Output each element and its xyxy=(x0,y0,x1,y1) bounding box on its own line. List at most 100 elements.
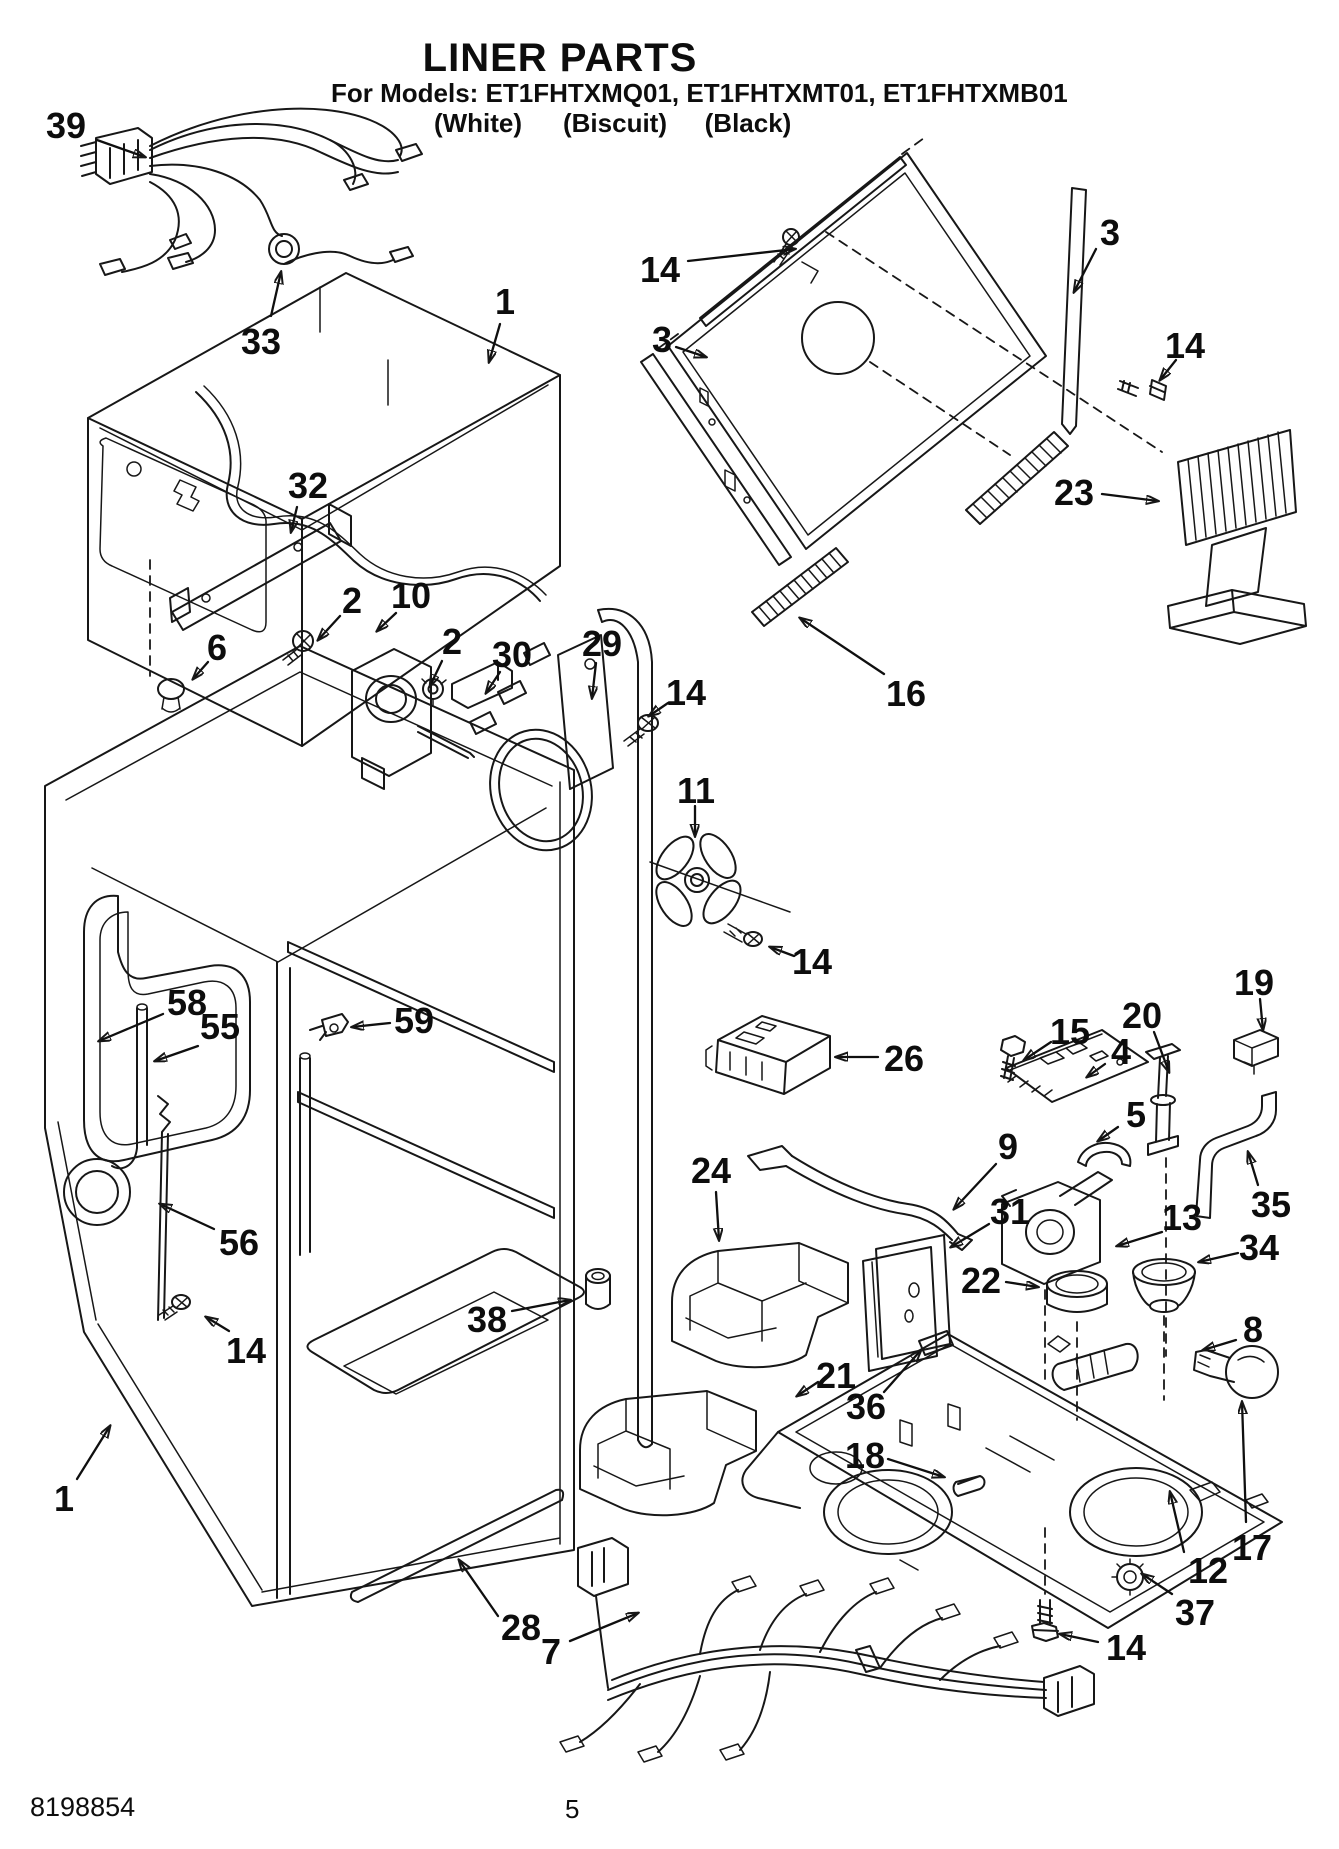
control-parts-drawing xyxy=(705,1015,1279,1595)
callout-arrow xyxy=(489,322,502,362)
callout-number: 26 xyxy=(884,1038,924,1079)
callout-arrow xyxy=(1100,492,1158,501)
callout-number: 39 xyxy=(46,105,86,146)
partition-panel-drawing xyxy=(640,137,1307,645)
callout-number: 12 xyxy=(1188,1550,1228,1591)
callout-arrow xyxy=(649,701,670,716)
callout-number: 56 xyxy=(219,1222,259,1263)
finish-white: (White) xyxy=(433,108,523,138)
lamp-housing-drawing xyxy=(741,1333,1283,1629)
callout-arrow xyxy=(75,1426,110,1481)
callout-arrow xyxy=(160,1204,216,1231)
wire-harness-7-drawing xyxy=(559,1537,1095,1763)
callout-arrow xyxy=(206,1317,231,1333)
callout-arrow xyxy=(95,138,145,157)
wire-harness-39-drawing xyxy=(80,107,423,276)
callout-arrow xyxy=(1142,1574,1174,1596)
callout-arrow xyxy=(99,1012,165,1041)
callout-arrow xyxy=(800,618,886,676)
callout-number: 8 xyxy=(1243,1309,1263,1350)
callout-number: 59 xyxy=(394,1000,434,1041)
callout-arrow xyxy=(269,272,281,318)
callout-arrow xyxy=(193,660,210,679)
callout-arrow xyxy=(770,947,796,958)
callout-number: 24 xyxy=(691,1150,731,1191)
models-line: For Models: ET1FHTXMQ01, ET1FHTXMT01, ET… xyxy=(331,78,1068,108)
callout-arrow xyxy=(352,1023,392,1027)
damper-control-drawing xyxy=(1167,429,1307,645)
callout-arrow xyxy=(486,670,502,693)
callout-number: 1 xyxy=(54,1478,74,1519)
callout-arrow xyxy=(1060,1634,1100,1644)
callout-number: 30 xyxy=(492,634,532,675)
callout-number: 20 xyxy=(1122,995,1162,1036)
callout-arrow xyxy=(430,659,444,686)
callout-number: 14 xyxy=(640,249,680,290)
callout-number: 36 xyxy=(846,1386,886,1427)
callout-arrow xyxy=(1242,1402,1246,1524)
callout-arrow xyxy=(1152,1030,1169,1072)
callout-number: 18 xyxy=(845,1435,885,1476)
callout-arrow xyxy=(1117,1230,1164,1246)
callout-arrow xyxy=(1199,1251,1240,1262)
callout-arrow xyxy=(568,1613,638,1643)
callout-number: 35 xyxy=(1251,1184,1291,1225)
callout-number: 10 xyxy=(391,575,431,616)
callout-number: 29 xyxy=(582,623,622,664)
callout-number: 2 xyxy=(442,621,462,662)
callout-arrow xyxy=(886,1457,944,1477)
callout-number: 7 xyxy=(541,1631,561,1672)
page-title: LINER PARTS xyxy=(422,36,698,80)
callout-number: 15 xyxy=(1050,1011,1090,1052)
callout-number: 14 xyxy=(1106,1627,1146,1668)
callout-number: 3 xyxy=(1100,212,1120,253)
callout-arrow xyxy=(1203,1338,1238,1350)
callout-number: 14 xyxy=(666,672,706,713)
callout-number: 14 xyxy=(1165,325,1205,366)
callout-number: 38 xyxy=(467,1299,507,1340)
drain-tube-drawing xyxy=(597,607,653,1449)
callout-arrow xyxy=(155,1044,200,1061)
callout-arrow xyxy=(1160,358,1178,380)
callout-arrow xyxy=(1074,247,1098,292)
callout-arrow xyxy=(716,1190,719,1240)
callout-number: 33 xyxy=(241,321,281,362)
callout-number: 34 xyxy=(1239,1227,1279,1268)
callout-number: 28 xyxy=(501,1607,541,1648)
callout-arrow xyxy=(686,249,795,263)
callout-number: 22 xyxy=(961,1260,1001,1301)
callout-arrow xyxy=(954,1162,998,1209)
callout-number: 17 xyxy=(1232,1527,1272,1568)
callout-number: 31 xyxy=(990,1191,1030,1232)
callout-number: 9 xyxy=(998,1126,1018,1167)
callout-arrow xyxy=(1004,1282,1038,1287)
callout-number: 13 xyxy=(1162,1197,1202,1238)
page-number: 5 xyxy=(565,1794,580,1824)
freezer-liner-drawing xyxy=(87,272,659,852)
callout-arrow xyxy=(674,345,706,357)
callout-arrow xyxy=(459,1560,500,1618)
callout-number: 16 xyxy=(886,673,926,714)
callout-arrow xyxy=(510,1300,570,1313)
covers-drawing xyxy=(579,1145,1149,1642)
callout-number: 21 xyxy=(816,1355,856,1396)
callout-arrow xyxy=(592,661,596,698)
callout-number: 14 xyxy=(226,1330,266,1371)
finish-biscuit: (Biscuit) xyxy=(563,108,667,138)
callout-number: 11 xyxy=(677,770,715,811)
callout-number: 6 xyxy=(207,627,227,668)
callout-arrow xyxy=(951,1222,991,1247)
callout-arrow xyxy=(1170,1492,1186,1554)
callout-arrow xyxy=(1087,1062,1107,1077)
callout-number: 14 xyxy=(792,941,832,982)
callout-arrow xyxy=(1098,1125,1120,1141)
callout-arrow xyxy=(318,614,342,640)
callout-number: 58 xyxy=(167,982,207,1023)
callout-arrow xyxy=(797,1380,820,1396)
document-number: 8198854 xyxy=(30,1792,136,1822)
callout-number: 1 xyxy=(495,281,515,322)
callout-number: 2 xyxy=(342,580,362,621)
